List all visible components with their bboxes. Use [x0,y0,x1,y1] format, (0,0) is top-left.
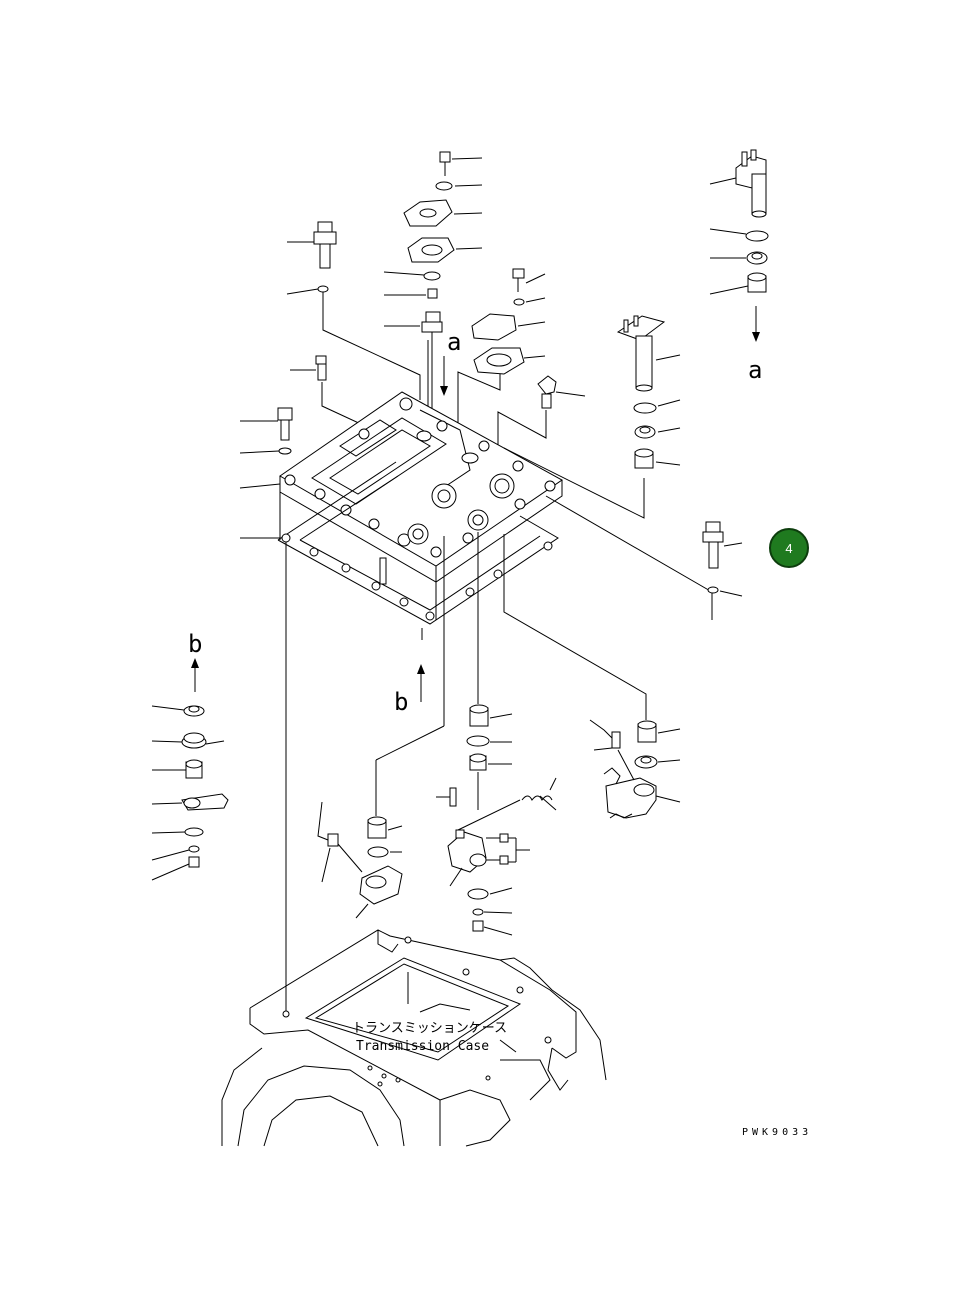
svg-text:a: a [748,356,762,384]
left-washer-part [286,285,421,400]
svg-text:b: b [394,688,408,716]
svg-text:a: a [447,328,461,356]
left-flange-bolt-part [287,221,337,269]
lower-right-seal-part [634,425,681,439]
upper-right-washer-part [709,228,769,242]
right-small-washer-part [707,586,743,597]
case-label-jp: トランスミッションケース [352,1021,507,1036]
right-flange-bolt-part [702,521,743,569]
top-gasket-part [407,237,483,263]
left-nut-part [151,856,200,881]
top-washer-part [435,181,483,191]
top-bolt-part [439,151,483,176]
view-arrow-a-top: a [440,328,461,396]
view-arrow-b-bottom: b [394,664,425,716]
lower-left-washer-part [367,846,402,858]
center-spring-part [457,777,557,831]
lower-right-bushing-part [634,448,681,469]
center-pin-part [436,787,457,807]
right-lower-switch-part [589,719,635,781]
small-plug-part [384,288,438,299]
view-arrow-b-left: b [188,630,202,692]
main-cover-plate [239,391,563,583]
center-nut-part [472,920,513,936]
page-number-badge[interactable]: 4 [769,528,809,568]
left-lever-part [151,793,229,811]
small-oring-part [383,271,441,281]
center-lock-washer-part [472,908,513,916]
mid-cover-part [471,313,546,341]
top-cover-plate-part [403,199,483,227]
mid-gasket-part [457,347,546,470]
case-label-en: Transmission Case [356,1039,489,1054]
upper-shift-shaft-part [709,149,767,218]
center-bushing-part [469,704,513,727]
right-lower-washer-part [634,755,681,769]
mid-bolt-part [512,268,546,292]
center-lower-washer-part [467,887,513,900]
view-arrow-a-right: a [748,306,762,384]
side-plug-part [497,375,586,478]
upper-right-seal-part [710,251,768,265]
center-washer-part [466,735,512,747]
right-lower-lever-part [603,767,681,819]
lower-left-bushing-part [367,816,403,839]
left-plate-bolt-part [240,407,293,441]
left-spring-part [151,732,225,749]
left-bushing-part [151,705,205,717]
svg-text:b: b [188,630,202,658]
left-small-washer-part [151,827,204,837]
right-lower-bushing-part [637,720,681,743]
left-lock-washer-part [151,845,200,861]
detent-switch-part [317,801,403,919]
lower-shift-shaft-part [616,315,681,392]
center-lever-part [447,829,530,887]
upper-right-bushing-part [709,272,767,295]
mid-washer-part [513,297,546,306]
center-seal-part [469,753,512,810]
drawing-code: PWK9033 [742,1127,813,1138]
left-plate-washer-part [239,447,292,455]
main-gasket [240,461,559,625]
left-collar-part [152,759,203,779]
lower-right-washer-part [633,399,681,414]
transmission-case: トランスミッションケース Transmission Case [221,929,607,1147]
